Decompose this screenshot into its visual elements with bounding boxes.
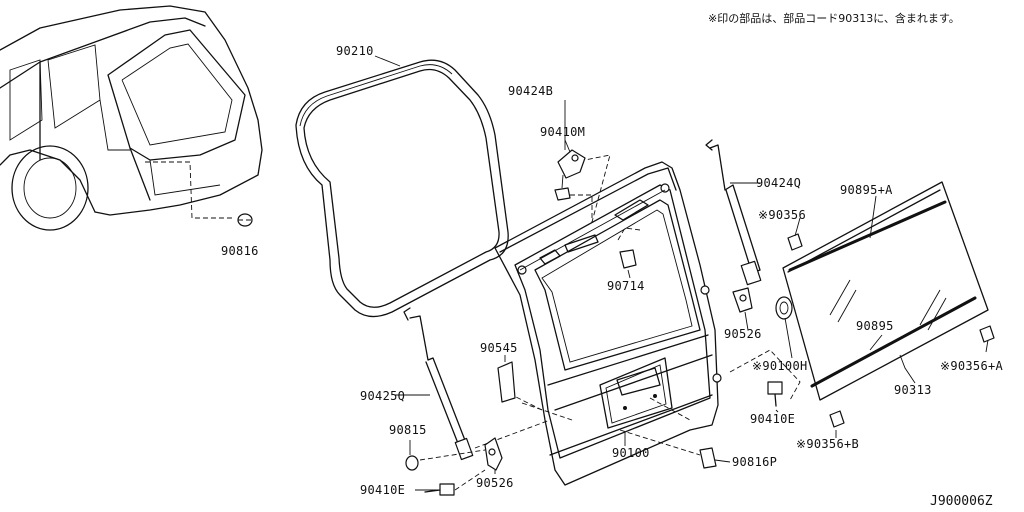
vehicle-rear-illustration bbox=[0, 5, 263, 231]
part-label-90356-b: ※90356+B bbox=[796, 437, 860, 451]
trim-90545 bbox=[497, 361, 516, 403]
part-label-90895: 90895 bbox=[856, 319, 894, 333]
part-label-90815: 90815 bbox=[389, 423, 427, 437]
gas-stay-90424Q bbox=[705, 139, 762, 286]
moulding-90895 bbox=[788, 200, 977, 388]
part-label-90410E-right: 90410E bbox=[750, 412, 796, 426]
hinge-90526-lower bbox=[419, 437, 503, 471]
part-label-90410E-lower: 90410E bbox=[360, 483, 406, 497]
part-label-90356: ※90356 bbox=[758, 208, 806, 222]
part-label-90545: 90545 bbox=[480, 341, 518, 355]
leader-lines bbox=[374, 55, 989, 491]
weatherstrip-90210 bbox=[295, 59, 509, 318]
part-label-90424Q: 90424Q bbox=[756, 176, 802, 190]
hinge-90410M bbox=[554, 149, 586, 201]
part-label-90526-upper: 90526 bbox=[724, 327, 762, 341]
part-label-90410M: 90410M bbox=[540, 125, 586, 139]
part-label-90816: 90816 bbox=[221, 244, 259, 258]
bracket-90816P bbox=[699, 447, 717, 469]
part-label-90425Q: 90425Q bbox=[360, 389, 406, 403]
part-label-90313: 90313 bbox=[894, 383, 932, 397]
part-label-90100: 90100 bbox=[612, 446, 650, 460]
parts-note: ※印の部品は、部品コード90313に、含まれます。 bbox=[708, 12, 960, 25]
part-label-90895-a: 90895+A bbox=[840, 183, 893, 197]
stopper-90714 bbox=[619, 249, 637, 269]
part-label-90816P: 90816P bbox=[732, 455, 778, 469]
back-door-90100 bbox=[474, 154, 722, 486]
part-label-90526-lower: 90526 bbox=[476, 476, 514, 490]
part-label-90714: 90714 bbox=[607, 279, 645, 293]
hinge-90526-upper bbox=[732, 287, 753, 313]
bumper-90815 bbox=[405, 455, 419, 471]
part-label-90356-a: ※90356+A bbox=[940, 359, 1004, 373]
washer-90100H bbox=[775, 296, 793, 320]
part-label-90210: 90210 bbox=[336, 44, 374, 58]
bolt-90410E-right bbox=[729, 349, 801, 407]
drawing-code: J900006Z bbox=[930, 494, 993, 509]
part-label-90424B: 90424B bbox=[508, 84, 554, 98]
clips-90356 bbox=[787, 233, 995, 428]
part-label-90100H: ※90100H bbox=[752, 359, 808, 373]
